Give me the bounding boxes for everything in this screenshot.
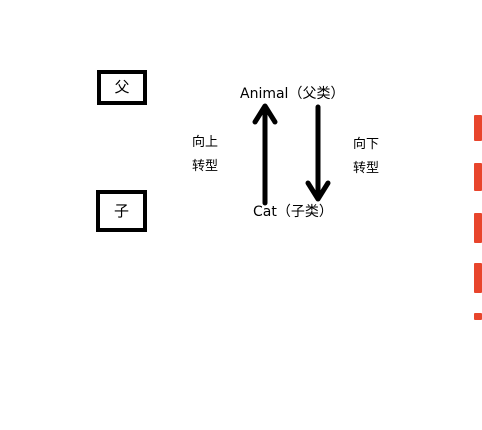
red-text-fragment-4 (474, 263, 482, 293)
animal-node-label: Animal（父类） (240, 86, 345, 102)
red-text-fragment-3 (474, 213, 482, 243)
downcast-note: 向下 转型 (353, 133, 393, 181)
parent-box: 父 (97, 70, 147, 105)
child-box: 子 (96, 190, 147, 232)
upcast-note: 向上 转型 (192, 131, 232, 179)
parent-box-label: 父 (114, 78, 130, 96)
downcast-note-line-1: 向下 (353, 137, 380, 152)
cat-node-label: Cat（子类） (253, 204, 333, 220)
red-text-fragment-2 (474, 163, 482, 191)
upcast-note-line-1: 向上 (192, 135, 219, 150)
red-text-fragment-1 (474, 115, 482, 141)
downcast-note-line-2: 转型 (353, 161, 380, 176)
upcast-arrow (252, 103, 278, 206)
red-text-fragment-5 (474, 313, 482, 320)
downcast-arrow (305, 104, 331, 202)
child-box-label: 子 (113, 201, 129, 220)
upcast-note-line-2: 转型 (192, 159, 219, 174)
